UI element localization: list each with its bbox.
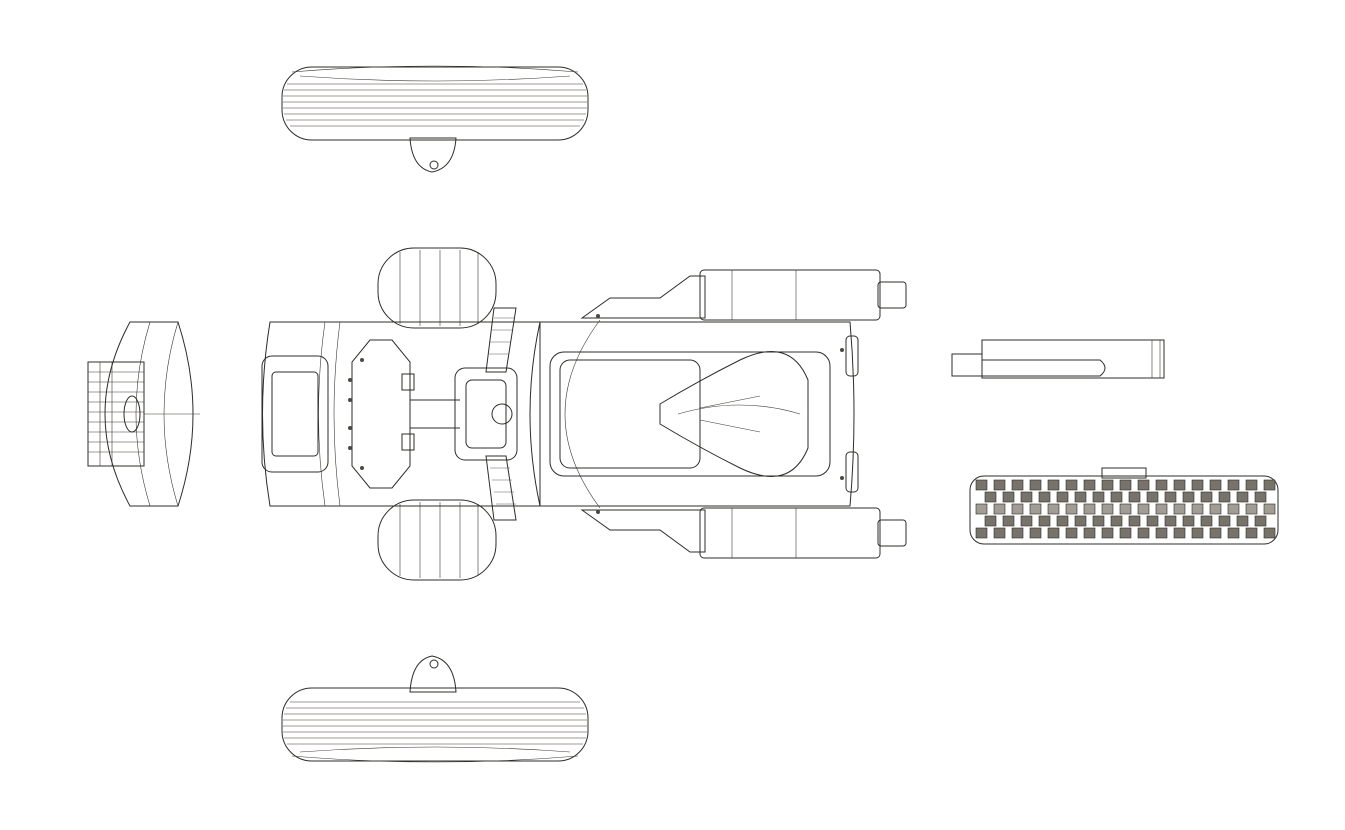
tire-knob — [1011, 527, 1024, 539]
tire-knob — [1173, 479, 1186, 491]
tire-knob — [1254, 491, 1267, 503]
tire-knob — [1146, 515, 1159, 527]
tire-knob — [1128, 491, 1141, 503]
tire-knob — [1263, 479, 1276, 491]
tire-knob — [975, 503, 988, 515]
tire-knob — [1128, 515, 1141, 527]
tire-knob — [1083, 527, 1096, 539]
tire-knob — [1245, 503, 1258, 515]
tire-knob — [1101, 527, 1114, 539]
tire-knob — [1146, 491, 1159, 503]
tire-knob — [1065, 503, 1078, 515]
tire-knob — [1083, 479, 1096, 491]
tire-knob — [1047, 479, 1060, 491]
tire-knob — [1110, 515, 1123, 527]
tire-knob — [1245, 527, 1258, 539]
tire-knob — [1191, 527, 1204, 539]
knobby-tire[interactable] — [969, 467, 1279, 545]
tire-knob — [1263, 527, 1276, 539]
tire-knob — [1011, 503, 1024, 515]
tire-knob — [1101, 479, 1114, 491]
tire-knob — [1191, 503, 1204, 515]
tire-knob — [1164, 515, 1177, 527]
tire-knob — [1065, 527, 1078, 539]
tire-knob — [1083, 503, 1096, 515]
tire-knob — [993, 527, 1006, 539]
tire-knob — [1209, 479, 1222, 491]
tire-knob — [1029, 479, 1042, 491]
tire-knob — [1065, 479, 1078, 491]
tire-knob — [1002, 515, 1015, 527]
tire-knob — [1137, 479, 1150, 491]
tire-knob — [1119, 479, 1132, 491]
tire-knob — [1245, 479, 1258, 491]
tire-knob — [1119, 527, 1132, 539]
tire-knob — [1137, 527, 1150, 539]
tire-knob — [1074, 515, 1087, 527]
tire-knob — [1200, 515, 1213, 527]
tire-knob — [993, 503, 1006, 515]
tire-knob — [1173, 503, 1186, 515]
tire-knob — [1227, 503, 1240, 515]
tire-knob — [1173, 527, 1186, 539]
tire-knob — [1200, 491, 1213, 503]
tire-knob — [1047, 503, 1060, 515]
tire-knob — [1092, 515, 1105, 527]
tire-knob — [1155, 479, 1168, 491]
tire-knob — [975, 479, 988, 491]
tire-knob — [993, 479, 1006, 491]
tire-knob — [1227, 527, 1240, 539]
tire-knob — [1209, 503, 1222, 515]
tire-knob — [1056, 491, 1069, 503]
tire-knob — [1020, 491, 1033, 503]
tire-knob — [1218, 491, 1231, 503]
exhaust-bottom — [580, 507, 907, 559]
tire-knob — [1038, 491, 1051, 503]
tire-knob — [1074, 491, 1087, 503]
saddle — [659, 351, 809, 477]
tire-knob — [1101, 503, 1114, 515]
tire-knob — [1218, 515, 1231, 527]
tire-knob — [1002, 491, 1015, 503]
tire-knob — [1191, 479, 1204, 491]
top-rear-wheel[interactable] — [281, 65, 589, 173]
tire-knob — [1164, 491, 1177, 503]
tire-knob — [984, 491, 997, 503]
tire-knob — [1236, 515, 1249, 527]
tire-knob — [1029, 503, 1042, 515]
tire-knob — [1263, 503, 1276, 515]
bottom-rear-wheel[interactable] — [281, 655, 589, 763]
tire-knob — [1155, 527, 1168, 539]
tire-knob — [1236, 491, 1249, 503]
tire-knob — [1092, 491, 1105, 503]
tire-knob — [1029, 527, 1042, 539]
tire-knob — [1209, 527, 1222, 539]
chassis[interactable] — [261, 247, 907, 581]
tire-knob — [1182, 515, 1195, 527]
tire-knob — [1011, 479, 1024, 491]
fender[interactable] — [951, 339, 1165, 379]
exhaust-top — [580, 269, 907, 321]
tire-knob — [1227, 479, 1240, 491]
tire-knob — [1110, 491, 1123, 503]
front-wheel[interactable] — [87, 321, 200, 507]
tire-knob — [1038, 515, 1051, 527]
tire-knob — [1119, 503, 1132, 515]
tire-knob — [1137, 503, 1150, 515]
tire-knob — [1155, 503, 1168, 515]
tire-knob — [1047, 527, 1060, 539]
tire-knob — [1056, 515, 1069, 527]
tire-knob — [1020, 515, 1033, 527]
tire-knob — [1254, 515, 1267, 527]
tire-knob — [1182, 491, 1195, 503]
tire-knob — [975, 527, 988, 539]
tire-knob — [984, 515, 997, 527]
